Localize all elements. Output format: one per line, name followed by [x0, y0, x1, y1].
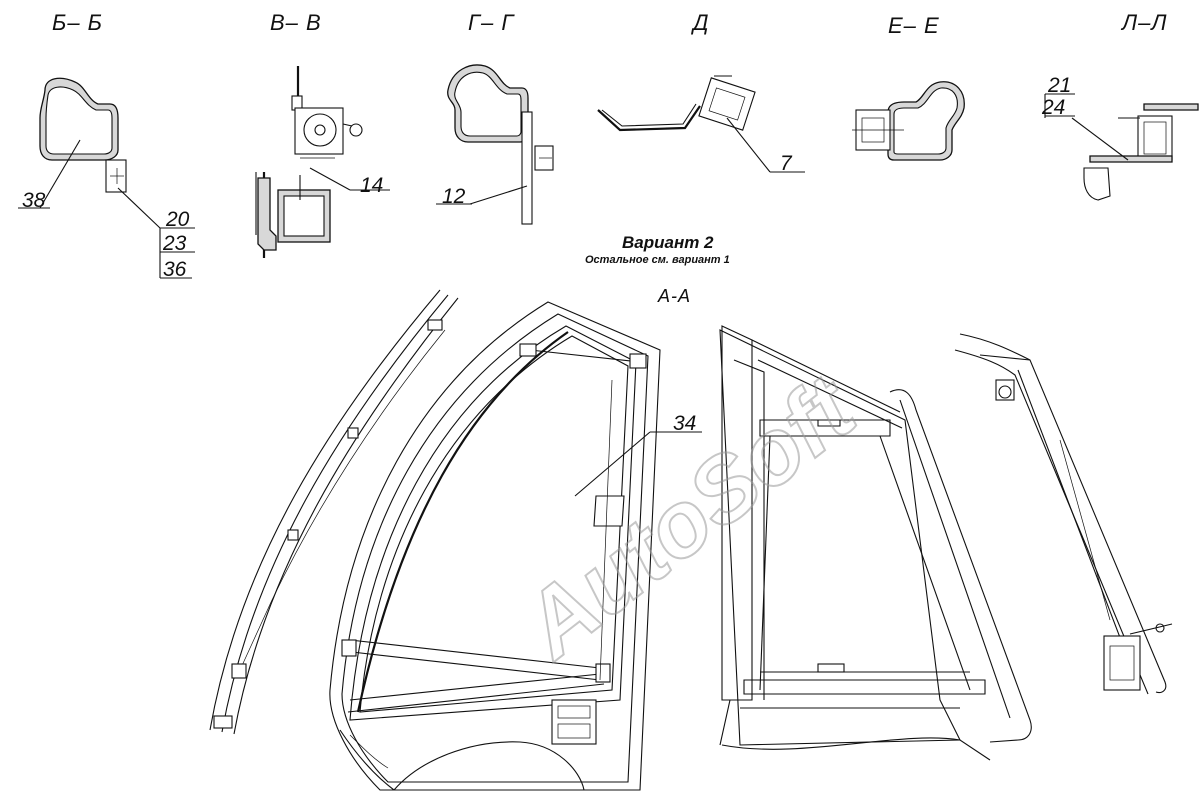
- section-label-bb: Б– Б: [52, 10, 103, 35]
- callout-24: 24: [1041, 96, 1065, 119]
- callout-20: 20: [165, 208, 190, 231]
- door-seal-strip: [209, 289, 459, 735]
- section-d-drawing: [597, 75, 805, 173]
- cab-frame-view: [719, 325, 1032, 761]
- section-ll-drawing: [1044, 93, 1199, 201]
- callout-38: 38: [22, 189, 46, 212]
- section-label-d: Д: [690, 10, 710, 35]
- callout-34: 34: [673, 412, 696, 435]
- callout-23: 23: [162, 232, 187, 255]
- section-label-vv: В– В: [270, 10, 322, 35]
- callout-21: 21: [1047, 74, 1071, 97]
- section-bb-drawing: [18, 77, 195, 279]
- section-vv-drawing: [255, 66, 390, 258]
- section-ee-drawing: [852, 81, 965, 161]
- variant-title: Вариант 2: [622, 233, 714, 252]
- door-assembly: [329, 301, 702, 791]
- section-gg-drawing: [436, 64, 554, 225]
- section-label-gg: Г– Г: [468, 10, 515, 35]
- right-seal-detail: [954, 333, 1173, 695]
- watermark: AutoSoft: [503, 356, 876, 679]
- variant-subtitle: Остальное см. вариант 1: [585, 254, 730, 266]
- section-label-ee: Е– Е: [888, 13, 940, 38]
- view-label-aa: А-А: [657, 286, 691, 306]
- callout-14: 14: [360, 174, 383, 197]
- callout-7: 7: [780, 152, 793, 175]
- section-label-ll: Л–Л: [1120, 10, 1167, 35]
- callout-12: 12: [442, 185, 466, 208]
- callout-36: 36: [163, 258, 187, 281]
